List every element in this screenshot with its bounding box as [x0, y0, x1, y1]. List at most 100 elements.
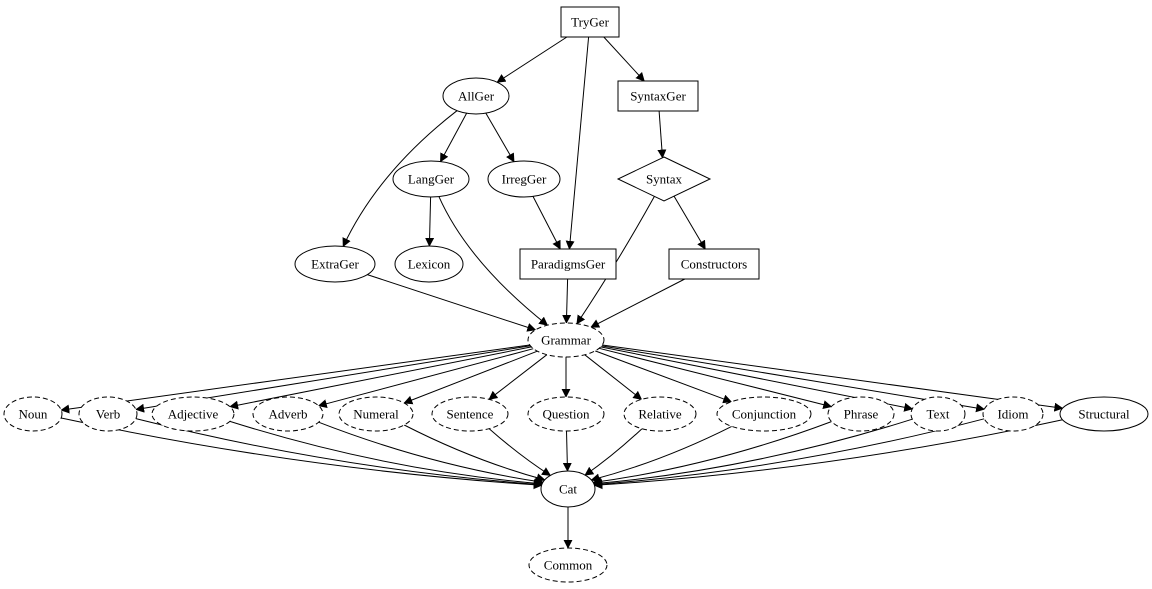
node-tryger: TryGer — [560, 6, 620, 38]
node-label: TryGer — [571, 15, 609, 30]
edge-Grammar-Conjunction — [595, 350, 733, 404]
ellipse-shape — [151, 396, 235, 432]
ellipse-shape — [3, 396, 63, 432]
node-idiom: Idiom — [982, 396, 1044, 432]
edge-Idiom-Cat — [593, 418, 985, 489]
edge-AllGer-IrregGer — [485, 112, 515, 163]
ellipse-shape — [78, 396, 138, 432]
node-label: Idiom — [997, 407, 1028, 422]
box-shape — [519, 248, 617, 280]
ellipse-shape — [528, 547, 608, 583]
edge-SyntaxGer-Syntax — [657, 110, 667, 159]
edge-IrregGer-ParadigmsGer — [532, 196, 561, 250]
node-label: Text — [927, 407, 950, 422]
ellipse-shape — [338, 396, 414, 432]
edge-Syntax-Grammar — [576, 196, 655, 325]
ellipse-shape — [431, 396, 509, 432]
node-constructors: Constructors — [668, 248, 760, 280]
edge-Grammar-Relative — [584, 354, 643, 400]
node-question: Question — [527, 396, 605, 432]
edge-Grammar-Noun — [60, 344, 530, 414]
edge-Noun-Cat — [61, 417, 543, 490]
node-label: Question — [543, 407, 590, 422]
edge-Adverb-Cat — [318, 421, 544, 486]
edge-layer — [60, 36, 1064, 549]
node-irregger: IrregGer — [487, 160, 561, 198]
edge-Question-Cat — [562, 430, 572, 472]
box-shape — [617, 80, 699, 112]
node-numeral: Numeral — [338, 396, 414, 432]
node-allger: AllGer — [442, 77, 510, 115]
node-adjective: Adjective — [151, 396, 235, 432]
edge-Constructors-Grammar — [590, 278, 686, 328]
node-label: Common — [544, 558, 593, 573]
node-label: AllGer — [458, 89, 495, 104]
node-label: Adverb — [269, 407, 308, 422]
ellipse-shape — [716, 396, 812, 432]
node-label: Syntax — [646, 172, 683, 187]
edge-Phrase-Cat — [592, 421, 832, 486]
node-label: SyntaxGer — [630, 89, 686, 104]
node-noun: Noun — [3, 396, 63, 432]
node-label: Relative — [638, 407, 682, 422]
edge-Grammar-Sentence — [488, 354, 548, 400]
ellipse-shape — [252, 396, 324, 432]
edge-Syntax-Constructors — [673, 195, 706, 250]
node-lexicon: Lexicon — [394, 245, 464, 283]
ellipse-shape — [527, 322, 605, 358]
ellipse-shape — [294, 245, 376, 283]
node-label: Sentence — [447, 407, 494, 422]
node-common: Common — [528, 547, 608, 583]
ellipse-shape — [392, 160, 470, 198]
node-label: Noun — [19, 407, 48, 422]
node-sentence: Sentence — [431, 396, 509, 432]
edge-Adjective-Cat — [229, 420, 543, 488]
node-label: Verb — [96, 407, 121, 422]
edge-Grammar-Adjective — [229, 346, 532, 410]
edge-Numeral-Cat — [403, 424, 546, 483]
node-grammar: Grammar — [527, 322, 605, 358]
ellipse-shape — [540, 470, 596, 508]
node-adverb: Adverb — [252, 396, 324, 432]
edge-Relative-Cat — [584, 428, 643, 476]
edge-Grammar-Idiom — [601, 345, 986, 413]
edge-AllGer-ExtraGer — [342, 110, 458, 248]
edge-ExtraGer-Grammar — [367, 274, 537, 332]
edge-AllGer-LangGer — [440, 113, 468, 163]
edge-Grammar-Phrase — [598, 347, 833, 409]
node-label: ExtraGer — [311, 257, 359, 272]
ellipse-shape — [1059, 396, 1149, 432]
node-text: Text — [910, 396, 966, 432]
edge-TryGer-ParadigmsGer — [565, 36, 590, 250]
node-label: Structural — [1078, 407, 1130, 422]
edge-Verb-Cat — [135, 418, 543, 489]
edge-Text-Cat — [592, 418, 913, 488]
node-label: Lexicon — [408, 257, 451, 272]
ellipse-shape — [982, 396, 1044, 432]
ellipse-shape — [487, 160, 561, 198]
node-syntax: Syntax — [616, 156, 712, 202]
node-relative: Relative — [623, 396, 697, 432]
ellipse-shape — [910, 396, 966, 432]
edge-Grammar-Numeral — [403, 350, 538, 405]
node-label: Conjunction — [732, 407, 797, 422]
edge-LangGer-Grammar — [438, 196, 549, 326]
ellipse-shape — [394, 245, 464, 283]
ellipse-shape — [527, 396, 605, 432]
node-paradigmsger: ParadigmsGer — [519, 248, 617, 280]
ellipse-shape — [827, 396, 895, 432]
box-shape — [668, 248, 760, 280]
edge-Grammar-Structural — [602, 344, 1064, 412]
node-label: Constructors — [681, 257, 747, 272]
node-label: ParadigmsGer — [531, 257, 606, 272]
edge-LangGer-Lexicon — [425, 196, 435, 247]
edge-ParadigmsGer-Grammar — [562, 278, 572, 324]
node-syntaxger: SyntaxGer — [617, 80, 699, 112]
node-label: Adjective — [168, 407, 219, 422]
edge-Structural-Cat — [593, 419, 1063, 490]
node-label: Cat — [559, 482, 577, 497]
edge-TryGer-SyntaxGer — [603, 36, 645, 82]
